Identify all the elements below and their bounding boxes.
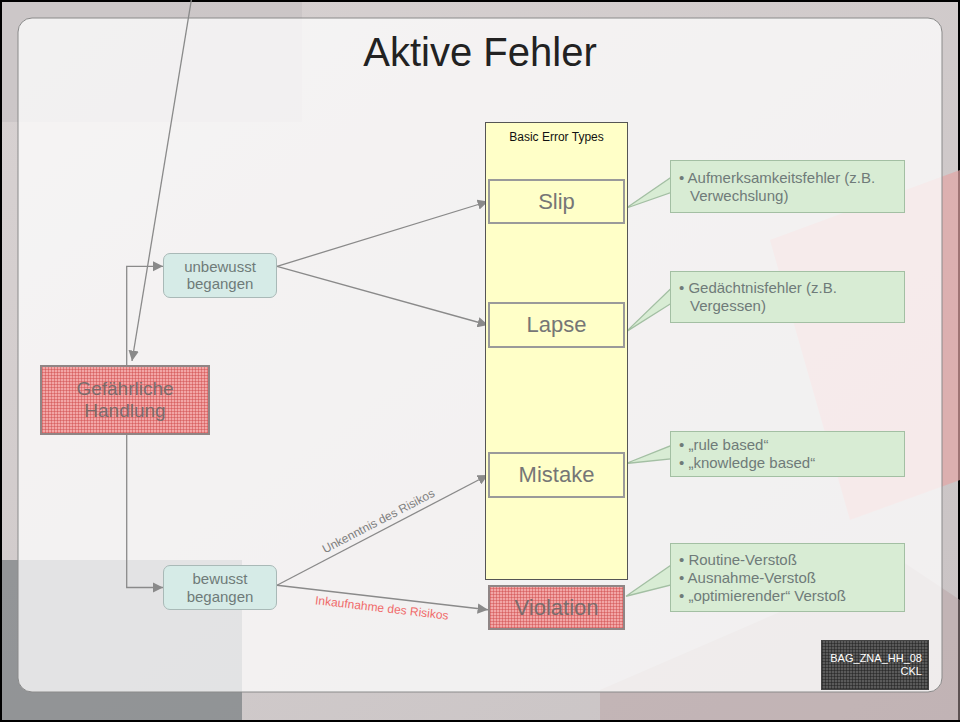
callout-tail xyxy=(626,176,673,208)
callout-tail xyxy=(626,564,673,597)
error-types-panel: Basic Error TypesSlipLapseMistake xyxy=(485,122,628,580)
box-label: Gefährliche Handlung xyxy=(50,378,200,422)
flow-arrow xyxy=(127,266,163,365)
box-label: • Aufmerksamkeitsfehler (z.B. Verwechslu… xyxy=(679,169,890,205)
edge-label: Inkaufnahme des Risikos xyxy=(314,593,449,622)
box-label: bewusst begangen xyxy=(170,570,270,605)
flow-arrow xyxy=(277,475,488,585)
violation-box: Violation xyxy=(488,585,625,630)
incoming-leader-line xyxy=(132,0,192,361)
callout-tail xyxy=(626,287,673,332)
start-box: Gefährliche Handlung xyxy=(40,365,210,435)
callout-box: • Routine-Verstoß• Ausnahme-Verstoß• „op… xyxy=(670,543,905,612)
slide-id-box: BAG_ZNA_HH_08 CKL xyxy=(821,640,929,690)
edge-label: Unkenntnis des Risikos xyxy=(319,486,436,556)
slide-panel xyxy=(18,18,942,692)
flow-arrow xyxy=(277,266,488,325)
branch-box: unbewusst begangen xyxy=(163,253,277,298)
box-label: • Routine-Verstoß xyxy=(679,551,797,569)
error-type-box: Mistake xyxy=(488,452,625,498)
error-type-box: Lapse xyxy=(488,302,625,348)
callout-box: • Aufmerksamkeitsfehler (z.B. Verwechslu… xyxy=(670,160,905,213)
branch-box: bewusst begangen xyxy=(163,565,277,610)
box-label: Mistake xyxy=(519,462,595,488)
box-label: BAG_ZNA_HH_08 CKL xyxy=(828,652,922,678)
callout-box: • Gedächtnisfehler (z.B. Vergessen) xyxy=(670,271,905,323)
error-type-box: Slip xyxy=(488,179,625,224)
flow-arrow xyxy=(127,435,163,588)
box-label: • Gedächtnisfehler (z.B. Vergessen) xyxy=(679,279,840,315)
flow-arrow xyxy=(277,202,488,267)
box-label: • „optimierender“ Verstoß xyxy=(679,587,846,605)
box-label: Lapse xyxy=(527,312,587,338)
box-label: unbewusst begangen xyxy=(170,258,270,293)
box-label: • „knowledge based“ xyxy=(679,454,815,472)
box-label: • Ausnahme-Verstoß xyxy=(679,569,816,587)
box-label: Violation xyxy=(515,595,599,620)
slide-title: Aktive Fehler xyxy=(0,30,960,75)
callout-tail xyxy=(626,445,673,464)
panel-heading: Basic Error Types xyxy=(509,130,603,144)
callout-box: • „rule based“• „knowledge based“ xyxy=(670,431,905,477)
box-label: • „rule based“ xyxy=(679,436,768,454)
box-label: Slip xyxy=(538,189,575,215)
